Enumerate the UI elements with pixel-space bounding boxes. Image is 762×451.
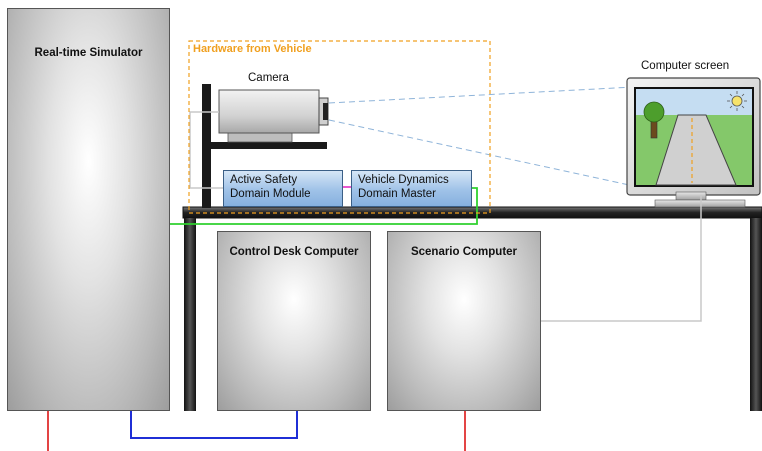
monitor-foot <box>654 199 746 208</box>
vehicle-dynamics-line2: Domain Master <box>358 188 436 200</box>
hardware-from-vehicle-label: Hardware from Vehicle <box>193 43 312 55</box>
camera-view-line-top <box>328 86 635 104</box>
camera-body <box>218 89 320 134</box>
green-cable <box>170 187 478 225</box>
scenario-monitor-cable <box>541 196 702 322</box>
control-desk-computer: Control Desk Computer <box>217 231 371 411</box>
realtime-simulator: Real-time Simulator <box>7 8 170 411</box>
control-desk-label: Control Desk Computer <box>229 246 359 258</box>
camera-mount-post <box>202 84 211 208</box>
active-safety-module: Active Safety Domain Module <box>223 170 343 207</box>
camera-cable <box>189 111 224 189</box>
active-safety-line2: Domain Module <box>230 188 311 200</box>
camera-base <box>227 132 293 143</box>
blue-cable <box>130 411 298 439</box>
camera-mount-shelf <box>211 142 327 149</box>
camera-label: Camera <box>248 72 289 84</box>
active-safety-line1: Active Safety <box>230 174 298 186</box>
vehicle-dynamics-line1: Vehicle Dynamics <box>358 174 449 186</box>
scenario-computer: Scenario Computer <box>387 231 541 411</box>
vehicle-dynamics-module: Vehicle Dynamics Domain Master <box>351 170 472 207</box>
table-leg-left <box>184 218 196 411</box>
scenario-label: Scenario Computer <box>410 246 518 258</box>
sun-icon <box>727 91 747 111</box>
realtime-simulator-label: Real-time Simulator <box>34 47 143 59</box>
hardware-boundary <box>188 40 491 214</box>
camera-view-line-bottom <box>328 119 635 187</box>
computer-screen-label: Computer screen <box>641 60 730 72</box>
road <box>655 114 737 186</box>
table-leg-right <box>750 218 762 411</box>
